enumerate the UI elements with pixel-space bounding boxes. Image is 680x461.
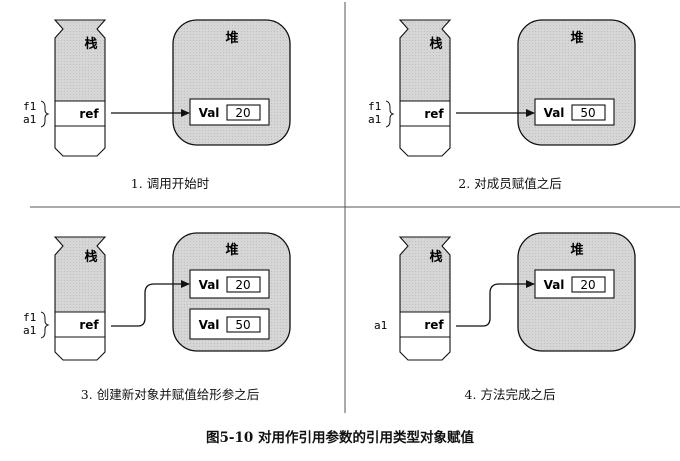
stack-frame [398, 19, 452, 102]
var-label-a1: a1 [23, 113, 36, 126]
value-text: 20 [235, 106, 250, 120]
panel-2: 栈 ref f1 a1 堆 Val 50 [368, 19, 636, 157]
val-label: Val [199, 106, 220, 120]
value-text: 20 [580, 278, 595, 292]
panel-1: 栈 ref f1 a1 堆 Val 20 [23, 19, 291, 157]
value-text: 20 [235, 278, 250, 292]
stack-slots [399, 311, 451, 361]
stack-label: 栈 [429, 249, 442, 265]
val-label: Val [199, 318, 220, 332]
ref-label: ref [424, 318, 444, 332]
value-text: 50 [580, 106, 595, 120]
stack-frame [53, 19, 107, 102]
value-box [571, 104, 606, 121]
stack-label: 栈 [84, 249, 97, 265]
heap-label: 堆 [570, 242, 583, 258]
var-label-f1: f1 [23, 100, 36, 113]
panel-4-caption: 4. 方法完成之后 [464, 387, 556, 402]
stack-slots [54, 311, 106, 361]
heap-label: 堆 [225, 242, 238, 258]
stack-slots [399, 100, 451, 157]
var-label-a1: a1 [368, 113, 381, 126]
val-label: Val [544, 278, 565, 292]
var-brace [385, 100, 395, 128]
value-text: 50 [235, 318, 250, 332]
figure-caption: 图5-10 对用作引用参数的引用类型对象赋值 [206, 430, 474, 446]
reference-arrow [111, 280, 190, 327]
ref-label: ref [79, 107, 99, 121]
stack-label: 栈 [84, 36, 97, 52]
var-brace [40, 100, 50, 128]
panel-2-caption: 2. 对成员赋值之后 [458, 176, 562, 191]
stack-frame [398, 236, 452, 313]
value-box [226, 316, 261, 333]
var-label-f1: f1 [368, 100, 381, 113]
var-label-f1: f1 [23, 311, 36, 324]
panel-4: 栈 ref a1 堆 Val 20 [374, 232, 636, 361]
heap-label: 堆 [570, 30, 583, 46]
heap-label: 堆 [225, 30, 238, 46]
panel-3: 栈 ref f1 a1 堆 Val 20 Val 50 [23, 232, 291, 361]
stack-slots [54, 100, 106, 157]
val-label: Val [544, 106, 565, 120]
value-box [571, 276, 606, 293]
var-label-a1: a1 [374, 319, 387, 332]
var-brace [40, 311, 50, 339]
panel-1-caption: 1. 调用开始时 [130, 176, 210, 191]
value-box [226, 276, 261, 293]
var-label-a1: a1 [23, 324, 36, 337]
ref-label: ref [424, 107, 444, 121]
panel-3-caption: 3. 创建新对象并赋值给形参之后 [80, 387, 260, 402]
val-label: Val [199, 278, 220, 292]
ref-label: ref [79, 318, 99, 332]
stack-label: 栈 [429, 36, 442, 52]
value-box [226, 104, 261, 121]
stack-frame [53, 236, 107, 313]
reference-arrow [456, 280, 535, 327]
